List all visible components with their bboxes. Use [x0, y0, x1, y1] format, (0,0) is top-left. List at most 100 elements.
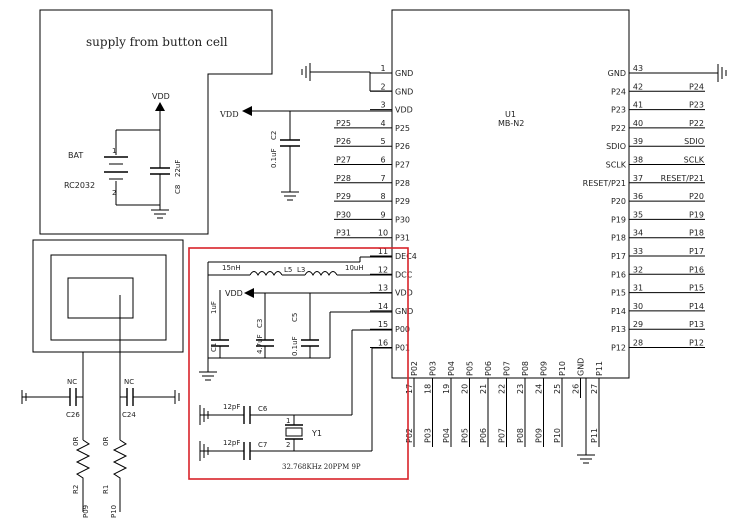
net-label-p26: P26 — [336, 137, 351, 146]
supply-label: supply from button cell — [86, 35, 228, 49]
l3-value: 10uH — [345, 264, 364, 272]
pin-name-43: GND — [608, 69, 626, 78]
r2-ref: R2 — [72, 485, 80, 494]
pin-name-14: GND — [395, 307, 413, 316]
pin-name-40: P22 — [611, 124, 626, 133]
net-label-p18: P18 — [689, 229, 704, 238]
net-label-p14: P14 — [689, 302, 704, 311]
net-label-p11: P11 — [590, 428, 599, 443]
pin-number-33: 33 — [633, 247, 643, 256]
battery-pin-plus: 1 — [112, 147, 116, 155]
pin-name-8: P29 — [395, 197, 410, 206]
c7-ref: C7 — [258, 441, 267, 449]
pin-name-24: P09 — [540, 361, 549, 376]
c26-value: NC — [67, 378, 77, 386]
y1-ref: Y1 — [311, 429, 322, 438]
r1-value: 0R — [102, 437, 110, 446]
pin-name-36: P20 — [611, 197, 626, 206]
pin-number-23: 23 — [516, 384, 525, 394]
pin-name-15: P00 — [395, 325, 410, 334]
pin-number-27: 27 — [590, 384, 599, 394]
crystal-y1: 1 2 Y1 32.768KHz 20PPM 9P — [282, 415, 361, 471]
net-label-p13: P13 — [689, 320, 704, 329]
pin-number-34: 34 — [633, 229, 643, 238]
ground-symbol-supply — [151, 209, 169, 219]
net-label-p30: P30 — [336, 210, 351, 219]
c2-ref: C2 — [270, 131, 278, 140]
vdd-label-pin3: VDD — [219, 110, 239, 119]
pin-name-12: DCC — [395, 270, 413, 279]
net-label-reset-p21: RESET/P21 — [661, 174, 704, 183]
net-label-p12: P12 — [689, 339, 704, 348]
y1-desc: 32.768KHz 20PPM 9P — [282, 463, 361, 471]
capacitor-c24: NC C24 — [120, 378, 180, 419]
pin-number-11: 11 — [378, 247, 388, 256]
pin-number-25: 25 — [553, 384, 562, 394]
pin-name-26: GND — [577, 358, 586, 376]
c1-ref: C1 — [210, 343, 218, 352]
pin-number-38: 38 — [633, 156, 643, 165]
antenna-loop — [32, 239, 184, 440]
pin-name-10: P31 — [395, 234, 410, 243]
net-label-p28: P28 — [336, 174, 351, 183]
module-u1-body — [391, 9, 630, 379]
pin-name-34: P18 — [611, 234, 626, 243]
c6-value: 12pF — [223, 403, 240, 411]
ground-symbol-c1 — [199, 371, 217, 381]
pin-name-19: P04 — [447, 361, 456, 376]
net-label-p07: P07 — [498, 428, 507, 443]
pin-number-4: 4 — [380, 119, 385, 128]
r2-net: P09 — [82, 505, 90, 518]
net-label-p20: P20 — [689, 192, 704, 201]
pin-name-21: P06 — [484, 361, 493, 376]
net-label-sclk: SCLK — [684, 156, 705, 165]
pin-name-16: P01 — [395, 344, 410, 353]
r1-ref: R1 — [102, 485, 110, 494]
pin-number-2: 2 — [380, 82, 385, 91]
r1-net: P10 — [110, 505, 118, 518]
net-label-p29: P29 — [336, 192, 351, 201]
pin-name-27: P11 — [595, 361, 604, 376]
pin-name-18: P03 — [429, 361, 438, 376]
battery-part: RC2032 — [64, 181, 95, 190]
pin-number-19: 19 — [442, 384, 451, 394]
net-label-p19: P19 — [689, 210, 704, 219]
pin-name-30: P14 — [611, 307, 626, 316]
inductor-l3: L3 10uH — [297, 264, 364, 277]
c5-value: 0.1uF — [291, 336, 299, 356]
pin-number-26: 26 — [572, 384, 581, 394]
pin-name-39: SDIO — [606, 142, 626, 151]
c26-ref: C26 — [66, 411, 80, 419]
pin-name-28: P12 — [611, 344, 626, 353]
pin-number-39: 39 — [633, 137, 643, 146]
vdd-arrow-pin13: VDD — [225, 288, 392, 298]
pin-name-22: P07 — [503, 361, 512, 376]
l5-value: 15nH — [222, 264, 241, 272]
pin-name-1: GND — [395, 69, 413, 78]
c8-ref: C8 — [174, 185, 182, 194]
net-label-p08: P08 — [516, 428, 525, 443]
pin-name-37: RESET/P21 — [583, 179, 626, 188]
pin-name-13: VDD — [395, 289, 413, 298]
net-label-p03: P03 — [424, 428, 433, 443]
net-label-p27: P27 — [336, 156, 351, 165]
pin-name-5: P26 — [395, 142, 410, 151]
vdd-symbol-supply: VDD — [152, 92, 170, 130]
pin-name-41: P23 — [611, 106, 626, 115]
net-label-p23: P23 — [689, 101, 704, 110]
pin-name-25: P10 — [558, 361, 567, 376]
pin-number-7: 7 — [380, 174, 385, 183]
pin-number-28: 28 — [633, 339, 643, 348]
highlight-box — [188, 247, 409, 480]
pin-number-6: 6 — [380, 156, 385, 165]
battery-pin-minus: 2 — [112, 189, 116, 197]
pin-name-35: P19 — [611, 215, 626, 224]
vdd-label-pin13: VDD — [225, 289, 243, 298]
ground-symbol-c2 — [281, 191, 299, 201]
pin-name-23: P08 — [521, 361, 530, 376]
y1-pin1: 1 — [286, 417, 290, 425]
c7-value: 12pF — [223, 439, 240, 447]
pin-number-17: 17 — [405, 384, 414, 394]
pin-number-13: 13 — [378, 284, 388, 293]
